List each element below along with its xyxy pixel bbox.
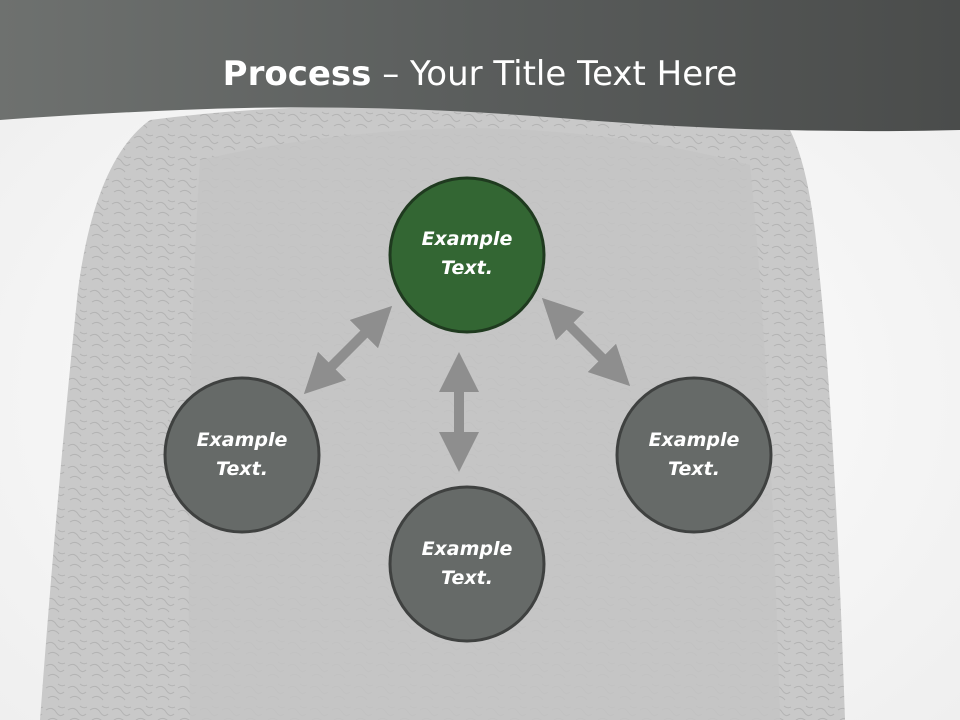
node-right-line2: Text. [668,458,720,480]
node-right [615,376,773,534]
node-right-line1: Example [648,429,740,451]
title-separator: – [382,54,400,94]
node-left-label: Example Text. [167,426,317,484]
arrow-top-right [541,297,631,387]
node-top [388,176,546,334]
node-top-line2: Text. [441,257,493,279]
node-top-label: Example Text. [392,225,542,283]
node-left-line1: Example [196,429,288,451]
node-bottom [388,485,546,643]
header-band [0,0,960,132]
title-bold: Process [222,54,372,94]
page-title: Process – Your Title Text Here [0,52,960,96]
node-top-line1: Example [421,228,513,250]
node-left [163,376,321,534]
node-right-label: Example Text. [619,426,769,484]
title-rest: Your Title Text Here [410,54,738,94]
arrow-top-left [303,305,393,395]
node-left-line2: Text. [216,458,268,480]
node-bottom-line2: Text. [441,567,493,589]
node-bottom-label: Example Text. [392,535,542,593]
node-bottom-line1: Example [421,538,513,560]
